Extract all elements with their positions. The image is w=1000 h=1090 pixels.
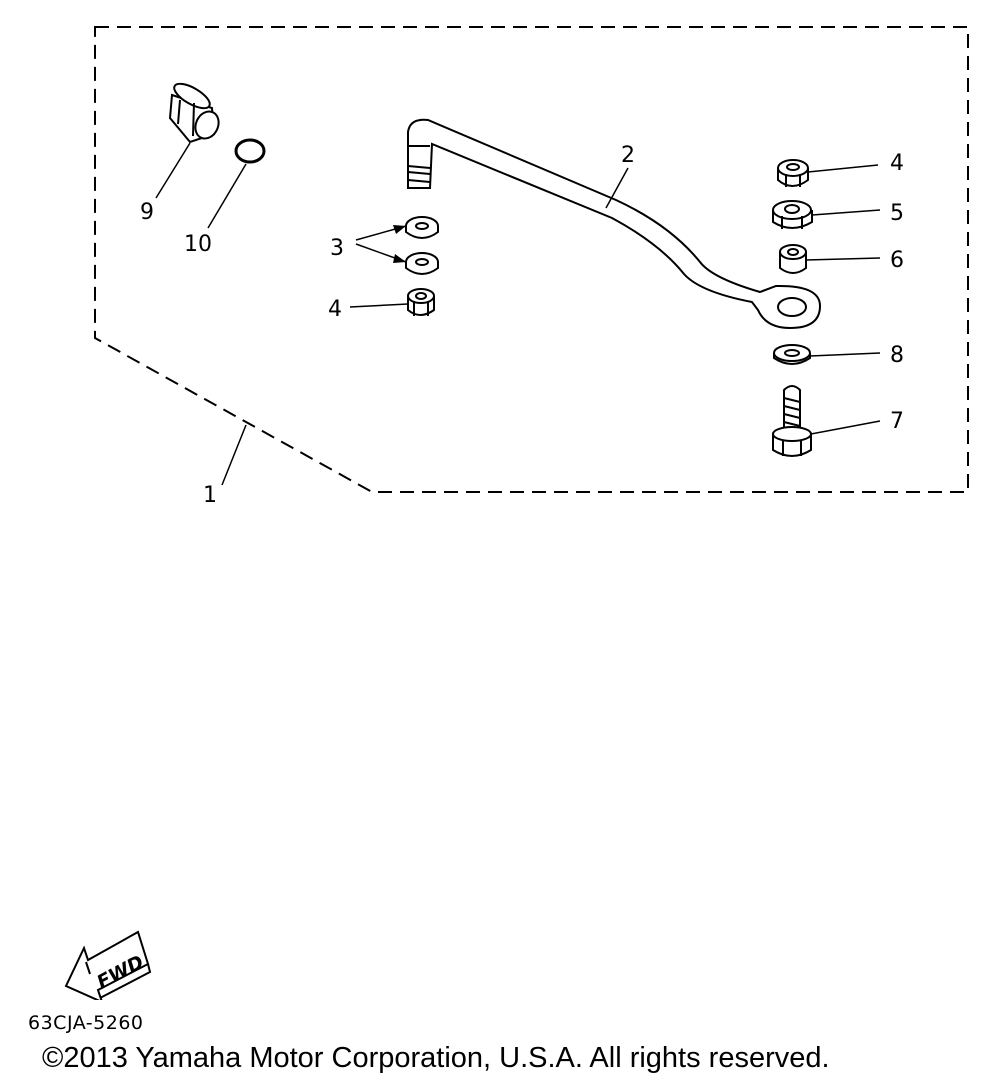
callout-4-right: 4	[890, 151, 904, 176]
callout-8: 8	[890, 343, 904, 368]
washer-part-8	[773, 344, 811, 365]
diagram-code: 63CJA-5260	[28, 1012, 144, 1034]
arrowheads	[393, 225, 406, 263]
parts-diagram: 1 2 3 4 4 5 6 7 8 9 10 FWD	[64, 26, 969, 1000]
callout-2: 2	[621, 143, 635, 168]
callout-3: 3	[330, 236, 344, 261]
callout-9: 9	[140, 200, 154, 225]
callout-4-left: 4	[328, 297, 342, 322]
callout-7: 7	[890, 409, 904, 434]
link-rod-part-2	[407, 118, 822, 330]
callout-10: 10	[184, 232, 212, 257]
callout-6: 6	[890, 248, 904, 273]
copyright-notice: ©2013 Yamaha Motor Corporation, U.S.A. A…	[42, 1042, 830, 1074]
o-ring-part-10	[234, 138, 266, 164]
callout-1: 1	[203, 483, 217, 508]
assembly-boundary	[94, 26, 969, 493]
bolt-part-7	[772, 385, 812, 457]
collar-part-6	[779, 244, 807, 274]
washer-part-3	[405, 216, 439, 275]
hex-nut-part-5	[772, 200, 813, 229]
callout-5: 5	[890, 201, 904, 226]
fwd-arrow-icon: FWD	[64, 930, 152, 1000]
nut-part-4-left	[407, 288, 435, 316]
bushing-part-9	[168, 82, 220, 144]
nut-part-4-right	[777, 159, 809, 187]
